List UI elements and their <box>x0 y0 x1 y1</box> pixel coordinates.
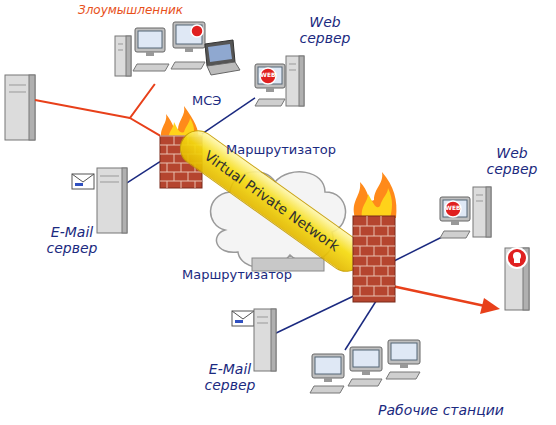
badge-text: WEB <box>260 72 276 79</box>
mail-server-icon <box>72 168 127 233</box>
wire <box>272 292 362 335</box>
router-label: Маршрутизатор <box>226 143 336 157</box>
attacker-group-icon <box>115 22 240 84</box>
node-label: МСЭ <box>192 94 221 109</box>
node-label: Virtual Private Network <box>201 147 342 254</box>
router-label: Маршрутизатор <box>182 268 292 282</box>
connector-line <box>130 84 160 136</box>
node-label: E-Mail сервер <box>194 361 266 393</box>
web-server: Web сервер <box>255 52 305 110</box>
server-tower <box>5 75 35 140</box>
firewall <box>353 172 396 302</box>
node-label: Злоумышленник <box>78 4 183 18</box>
node-label: Web сервер <box>482 145 542 177</box>
mail-server: E-Mail сервер <box>232 305 277 373</box>
attack-arrow <box>392 286 485 306</box>
arrow-head <box>480 298 500 314</box>
workstations-icon <box>312 340 427 400</box>
web-server-icon <box>255 52 305 110</box>
node-label: Web сервер <box>295 14 355 46</box>
web-server-icon <box>440 185 495 240</box>
web-server: Web сервер <box>440 185 495 240</box>
connector-line <box>127 162 160 183</box>
badge-text: WEB <box>445 205 461 212</box>
node-label: Рабочие станции <box>378 402 504 418</box>
node-label: E-Mail сервер <box>36 224 108 256</box>
workstations: Рабочие станции <box>312 340 427 400</box>
target-server <box>505 248 529 310</box>
wire <box>35 100 130 118</box>
wire <box>345 298 378 350</box>
attacker-group: Злоумышленник <box>115 22 240 84</box>
mail-server: E-Mail сервер <box>72 168 127 233</box>
